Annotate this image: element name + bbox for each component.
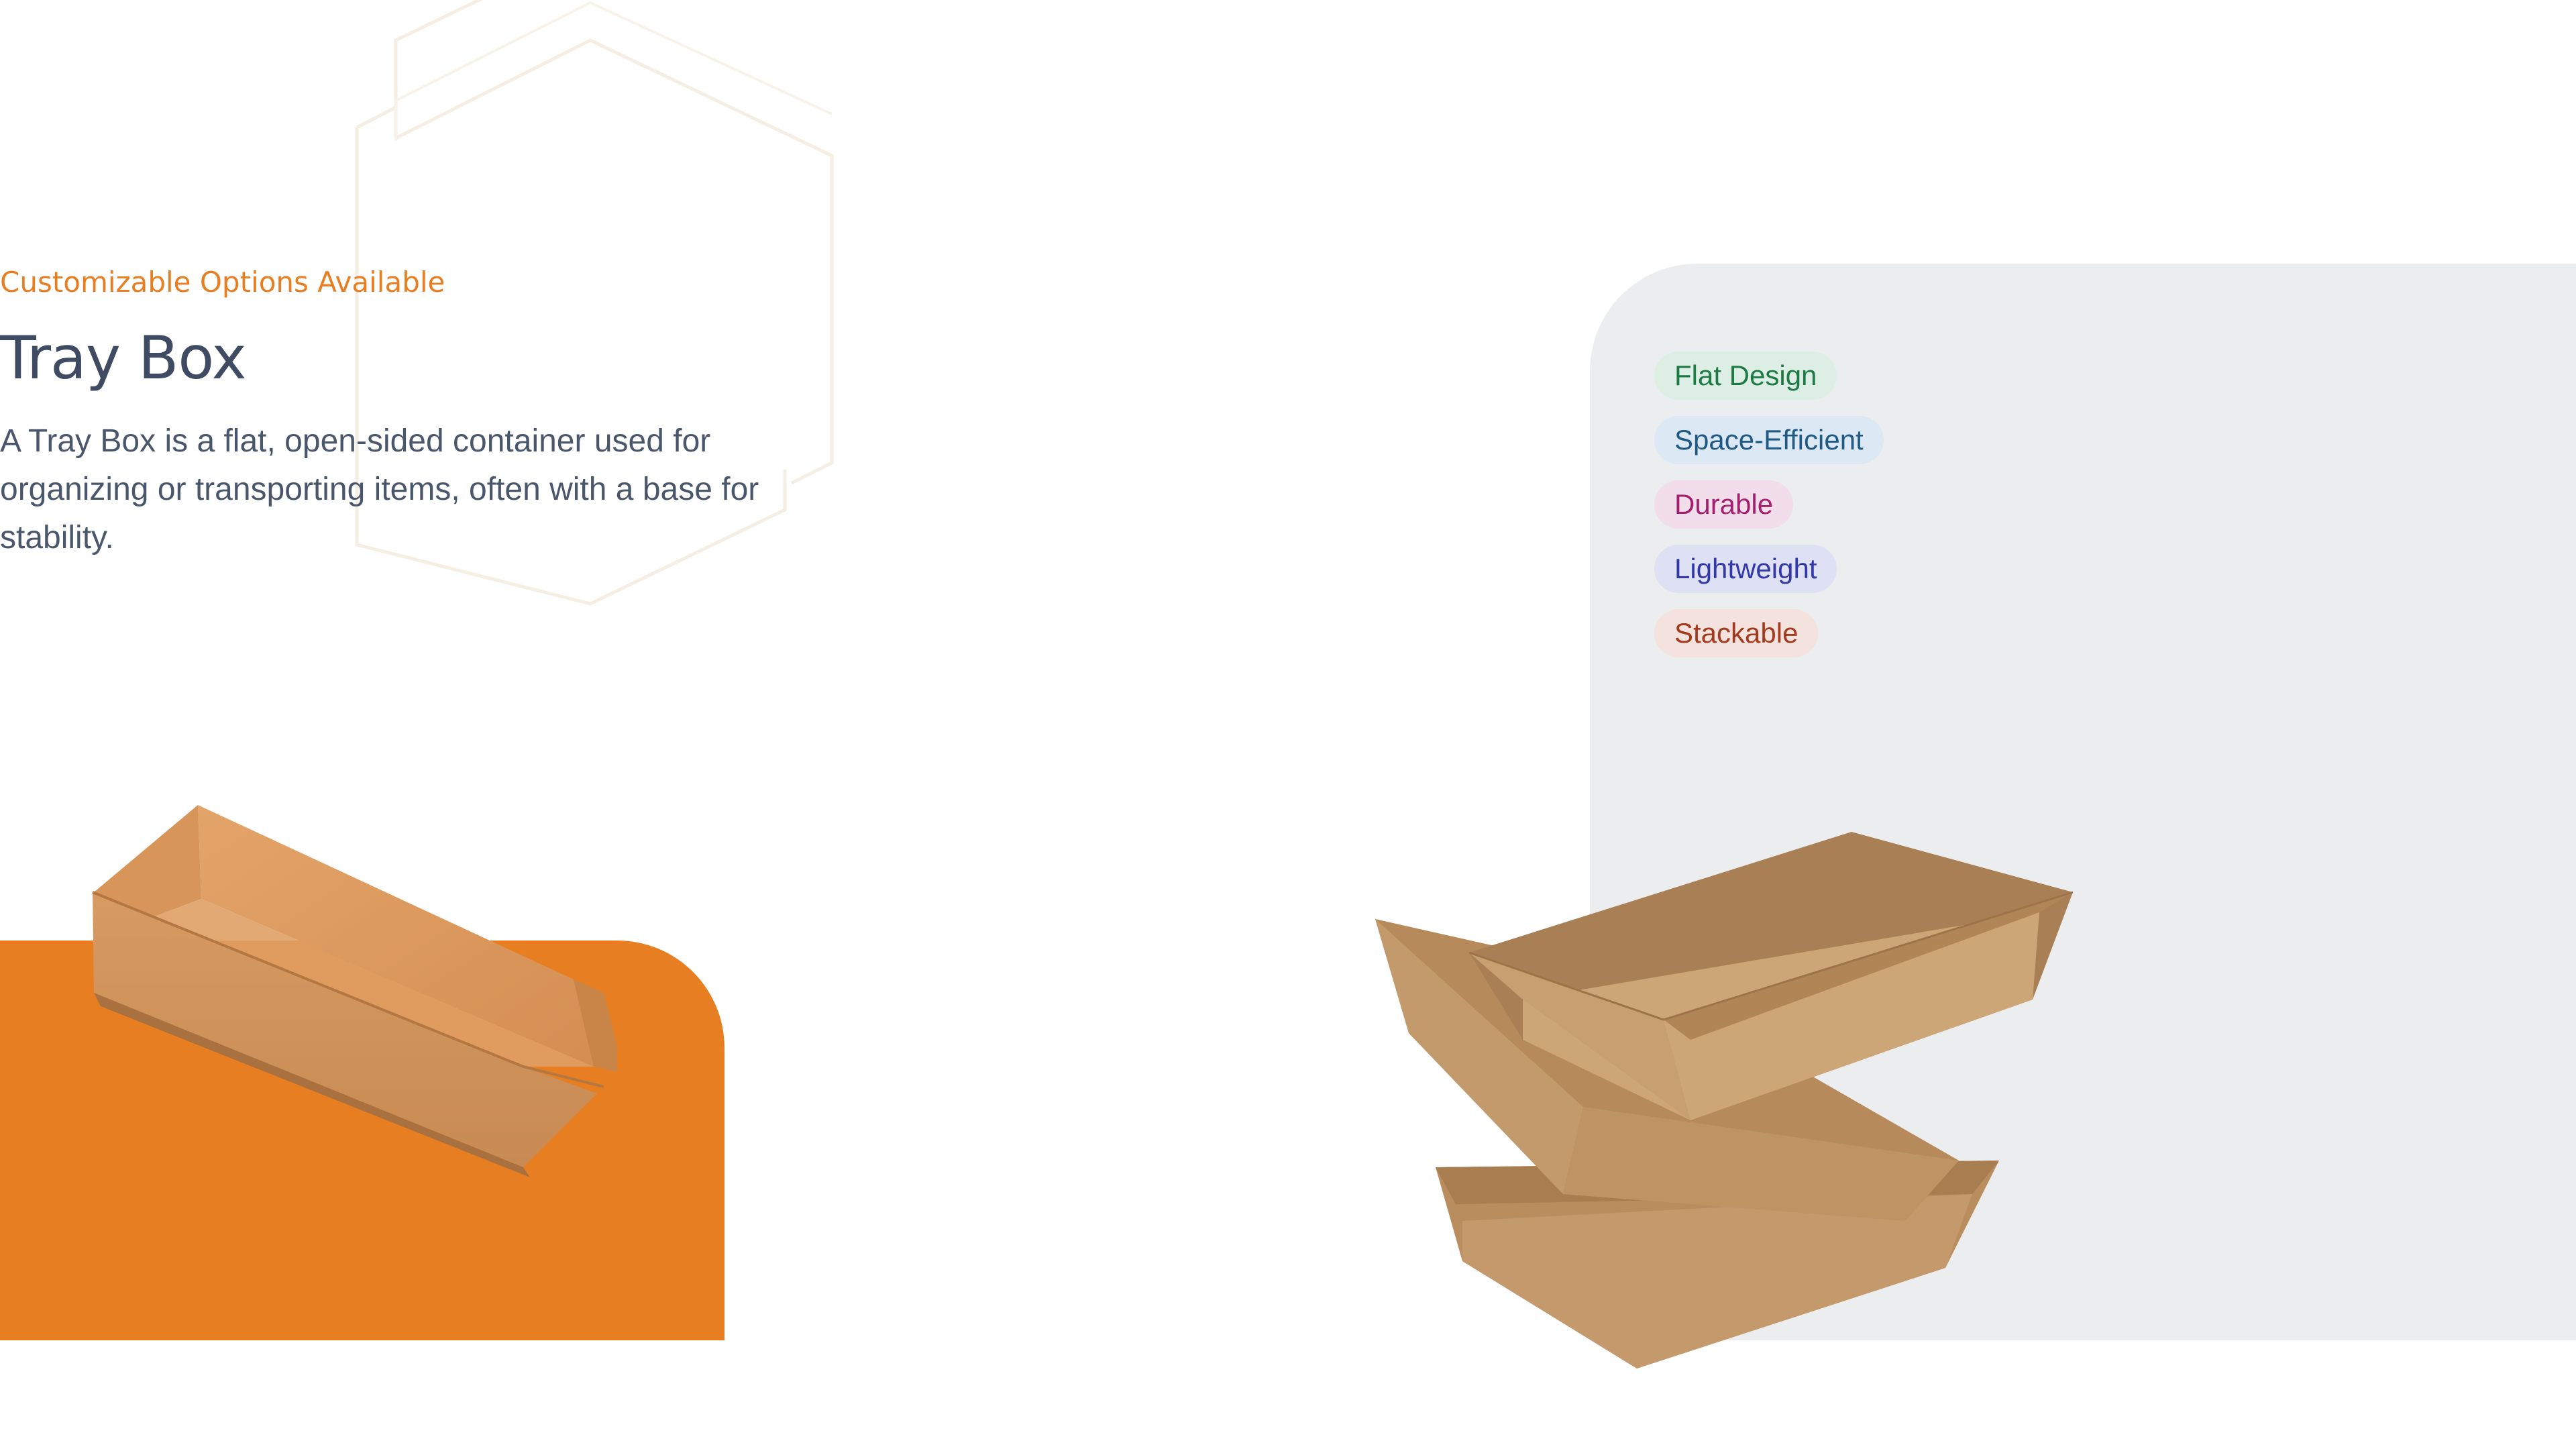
feature-tag: Stackable [1654,609,1819,657]
page-title: Tray Box [0,323,247,392]
feature-tag-list: Flat Design Space-Efficient Durable Ligh… [1654,352,1884,674]
hexagon-decoration [355,0,834,606]
feature-tag: Durable [1654,480,1794,529]
feature-tag: Flat Design [1654,352,1837,400]
product-description: A Tray Box is a flat, open-sided contain… [0,423,759,555]
eyebrow-text: Customizable Options Available [0,266,445,299]
feature-tag: Space-Efficient [1654,416,1884,464]
single-tray-image [92,805,617,1177]
stacked-trays-image [1375,832,2074,1368]
feature-tag: Lightweight [1654,545,1837,593]
